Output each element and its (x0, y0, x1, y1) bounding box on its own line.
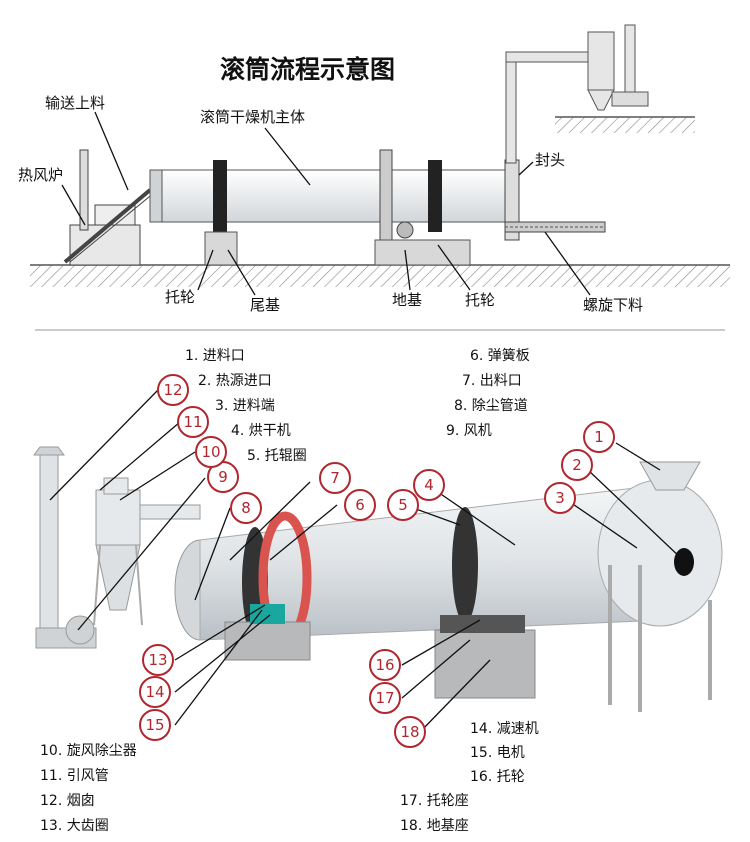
legend-item-2: 2. 热源进口 (198, 373, 272, 389)
legend-item-9: 9. 风机 (446, 423, 492, 439)
legend-item-8: 8. 除尘管道 (454, 398, 528, 414)
callout-5: 5 (398, 496, 408, 514)
drum-main-body (149, 149, 511, 241)
legend-item-6: 6. 弹簧板 (470, 348, 530, 364)
dryer-drum (174, 461, 723, 712)
legend-item-12: 12. 烟囱 (40, 793, 95, 809)
label-riding-wheel-right: 托轮 (465, 291, 495, 309)
legend-item-4: 4. 烘干机 (231, 423, 291, 439)
tail-base (204, 231, 238, 266)
label-riding-wheel-left: 托轮 (165, 288, 195, 306)
legend-item-1: 1. 进料口 (185, 348, 245, 364)
legend-item-10: 10. 旋风除尘器 (40, 743, 137, 759)
callout-14: 14 (145, 683, 164, 701)
callout-6: 6 (355, 496, 365, 514)
legend-item-7: 7. 出料口 (462, 373, 522, 389)
label-conveyor: 输送上料 (45, 94, 105, 112)
feed-hopper (639, 461, 701, 491)
dust-duct (505, 24, 649, 164)
label-main-body: 滚筒干燥机主体 (200, 108, 305, 126)
legend-top-left: 1. 进料口 2. 热源进口 3. 进料端 4. 烘干机 5. 托辊圈 (185, 348, 307, 464)
callout-leaders (49, 389, 684, 733)
legend-item-14: 14. 减速机 (470, 721, 539, 737)
label-end-cover: 封头 (535, 151, 565, 169)
ground-hatch (30, 265, 730, 287)
hot-air-furnace (69, 149, 141, 266)
callouts: 1 2 3 4 5 6 7 8 9 10 11 12 13 14 15 16 1… (139, 374, 615, 748)
label-tail-base: 尾基 (250, 296, 280, 314)
callout-12: 12 (163, 381, 182, 399)
equipment-3d-view: 1 2 3 4 5 6 7 8 9 10 11 12 13 14 15 16 1… (33, 348, 723, 834)
callout-7: 7 (330, 469, 340, 487)
legend-item-3: 3. 进料端 (215, 398, 275, 414)
feed-conveyor (63, 188, 152, 264)
callout-13: 13 (148, 651, 167, 669)
flow-schematic: 滚筒流程示意图 (18, 24, 730, 314)
diagram-title: 滚筒流程示意图 (220, 55, 395, 84)
callout-1: 1 (594, 428, 604, 446)
callout-16: 16 (375, 656, 394, 674)
callout-8: 8 (241, 499, 251, 517)
callout-9: 9 (218, 468, 228, 486)
legend-item-16: 16. 托轮 (470, 769, 525, 785)
legend-item-15: 15. 电机 (470, 745, 525, 761)
legend-item-18: 18. 地基座 (400, 817, 469, 834)
foundation-base (374, 239, 471, 266)
callout-17: 17 (375, 689, 394, 707)
upper-platform (555, 117, 695, 133)
label-furnace: 热风炉 (18, 166, 63, 184)
callout-15: 15 (145, 716, 164, 734)
screw-discharge (504, 221, 606, 233)
callout-11: 11 (183, 413, 202, 431)
label-screw-discharge: 螺旋下料 (583, 296, 643, 314)
callout-18: 18 (400, 723, 419, 741)
gear-ring (379, 149, 393, 241)
foundation-blocks (224, 604, 536, 699)
riding-ring-left (213, 160, 227, 232)
legend-item-13: 13. 大齿圈 (40, 818, 109, 834)
legend-top-right: 6. 弹簧板 7. 出料口 8. 除尘管道 9. 风机 (446, 348, 530, 439)
callout-10: 10 (201, 443, 220, 461)
legend-item-17: 17. 托轮座 (400, 793, 469, 809)
legend-item-11: 11. 引风管 (40, 768, 109, 784)
callout-2: 2 (572, 456, 582, 474)
callout-4: 4 (424, 476, 434, 494)
label-foundation: 地基 (392, 291, 422, 309)
legend-item-5: 5. 托辊圈 (247, 448, 307, 464)
riding-ring-right (428, 160, 442, 232)
legend-bottom-right: 14. 减速机 15. 电机 16. 托轮 17. 托轮座 18. 地基座 (400, 721, 539, 834)
motor (250, 604, 285, 624)
fan (65, 615, 95, 645)
legend-bottom-left: 10. 旋风除尘器 11. 引风管 12. 烟囱 13. 大齿圈 (40, 743, 137, 834)
callout-3: 3 (555, 489, 565, 507)
roller-ring-right (452, 507, 478, 623)
